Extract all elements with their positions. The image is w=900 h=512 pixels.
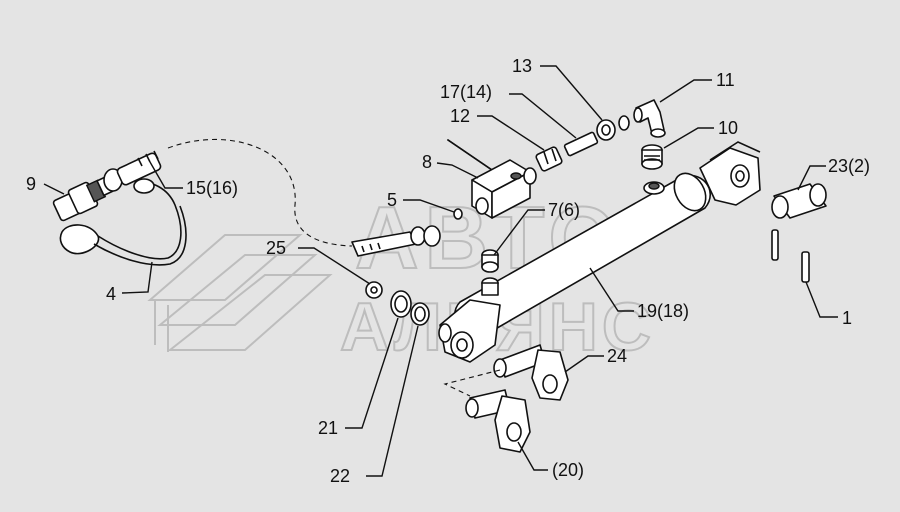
seal-ring-22	[410, 302, 430, 326]
tube-17	[563, 131, 599, 157]
callout-7: 7(6)	[548, 200, 580, 220]
hose-fitting-15	[103, 150, 162, 192]
callout-15: 15(16)	[186, 178, 238, 198]
callout-1: 1	[842, 308, 852, 328]
leader-7	[493, 209, 545, 256]
callout-13: 13	[512, 56, 532, 76]
leader-19	[589, 267, 634, 312]
leader-20	[517, 441, 548, 471]
watermark-emblem	[147, 234, 333, 352]
dust-cap-4	[59, 178, 187, 266]
callout-5: 5	[387, 190, 397, 210]
pin-23	[771, 183, 827, 219]
callout-17: 17(14)	[440, 82, 492, 102]
leader-21	[345, 317, 399, 429]
callout-20: (20)	[552, 460, 584, 480]
callout-9: 9	[26, 174, 36, 194]
callout-11: 11	[716, 70, 735, 90]
bracket-20	[465, 389, 531, 453]
elbow-fitting-11	[633, 99, 666, 138]
hydraulic-cylinder-19	[438, 141, 761, 363]
hose-path	[167, 139, 353, 247]
leader-4	[121, 261, 153, 294]
leader-12	[477, 115, 545, 151]
leader-25	[298, 247, 371, 285]
leader-22	[366, 325, 419, 477]
seal-ring-21	[390, 290, 412, 318]
callout-8: 8	[422, 152, 432, 172]
adapter-25	[365, 281, 383, 299]
leader-8	[436, 162, 479, 179]
bracket-24	[493, 344, 569, 401]
leader-17	[509, 93, 577, 139]
callout-22: 22	[330, 466, 350, 486]
fitting-7	[481, 249, 499, 273]
leader-23	[797, 165, 826, 191]
callout-12: 12	[450, 106, 470, 126]
fitting-10	[641, 144, 663, 170]
bracket-guide-line	[443, 369, 501, 397]
callout-labels: 9 4 15(16) 8 5 7(6) 12 17(14) 13 11 10 2…	[26, 56, 870, 486]
callout-10: 10	[718, 118, 738, 138]
leader-lines	[43, 65, 838, 477]
leader-1	[805, 281, 838, 318]
cotter-pin-1	[771, 229, 810, 283]
leader-15	[149, 161, 183, 189]
leader-5	[403, 199, 455, 213]
nut-13	[596, 115, 630, 141]
leader-10	[663, 127, 714, 149]
callout-23: 23(2)	[828, 156, 870, 176]
adapter-12	[535, 146, 563, 172]
callout-19: 19(18)	[637, 301, 689, 321]
quick-coupler-9	[52, 175, 114, 222]
ball-valve-8	[447, 139, 537, 219]
leader-13	[540, 65, 603, 121]
leader-11	[659, 79, 712, 103]
leader-24	[564, 355, 604, 373]
hose-to-cylinder	[351, 225, 441, 257]
oring-5	[453, 208, 463, 220]
callout-4: 4	[106, 284, 116, 304]
callout-21: 21	[318, 418, 338, 438]
callout-25: 25	[266, 238, 286, 258]
callout-24: 24	[607, 346, 627, 366]
leader-9	[43, 183, 65, 195]
